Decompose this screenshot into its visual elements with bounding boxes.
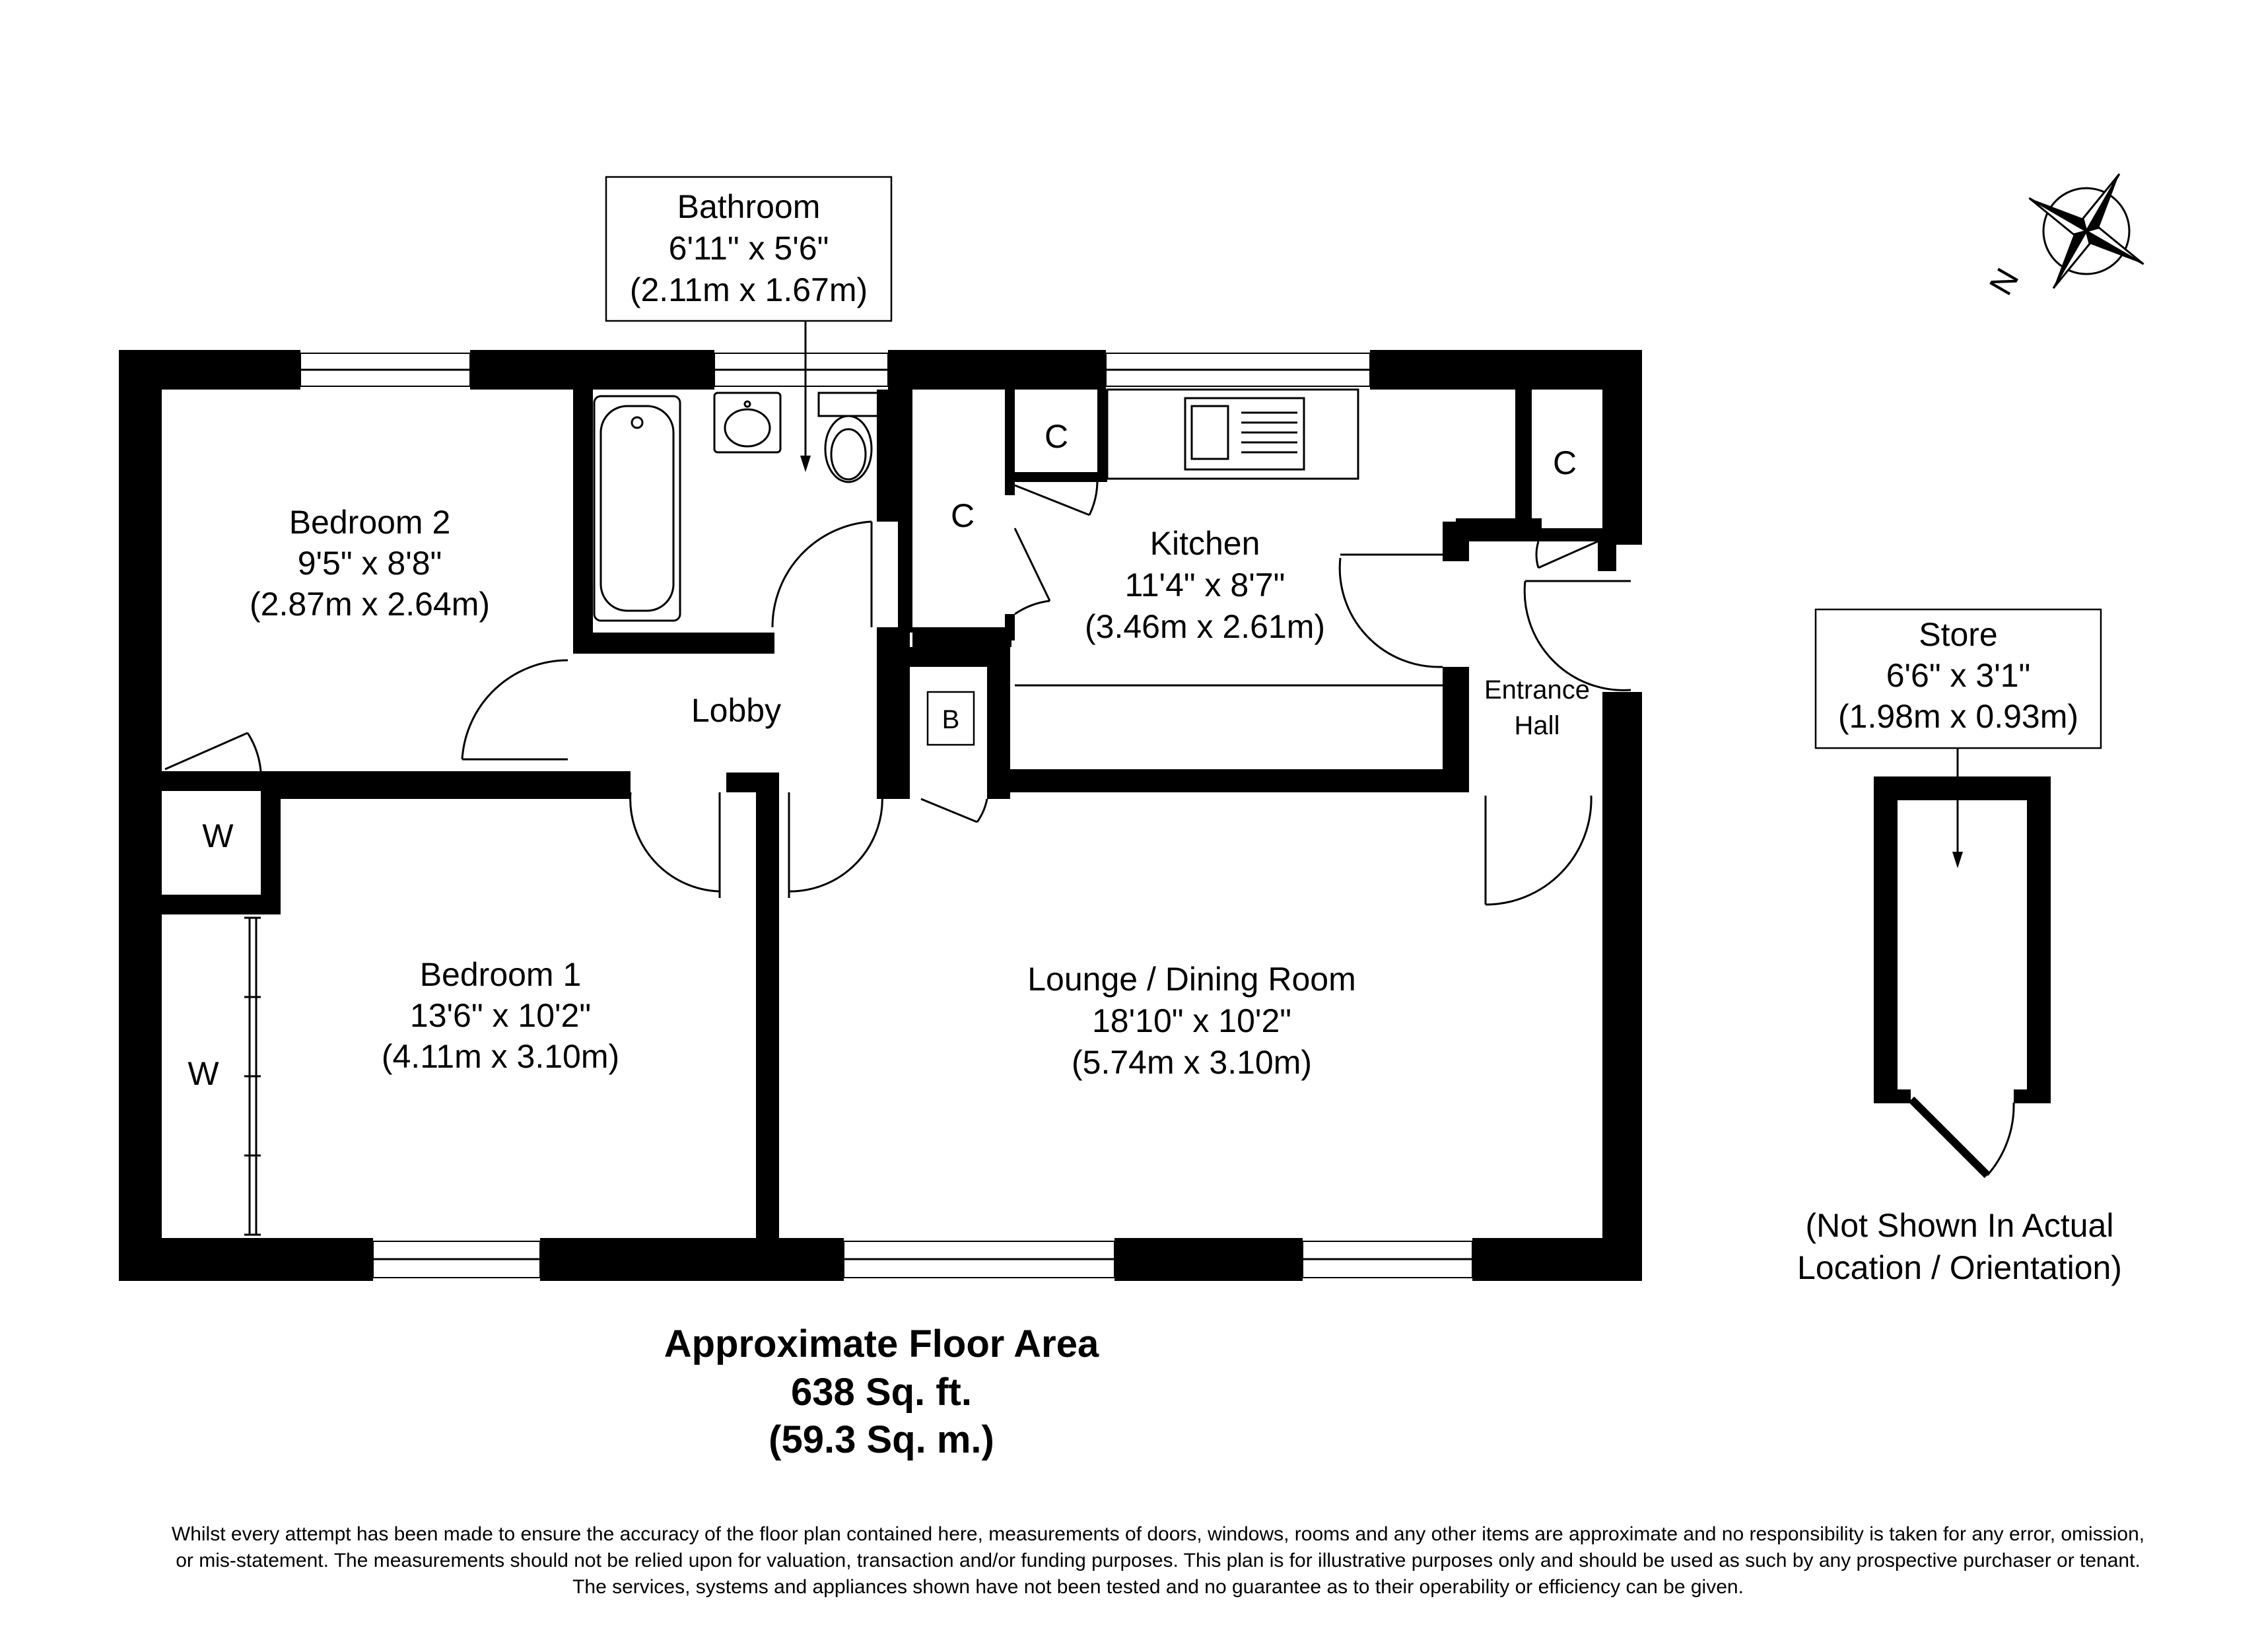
compass-north-label: N: [1982, 262, 2026, 301]
bedroom2-metric: (2.87m x 2.64m): [250, 586, 490, 623]
floor-area-sqm: (59.3 Sq. m.): [769, 1418, 994, 1461]
wardrobe-label: W: [202, 817, 234, 854]
store-metric: (1.98m x 0.93m): [1838, 698, 2078, 735]
bedroom1-name: Bedroom 1: [420, 956, 582, 993]
store-imperial: 6'6" x 3'1": [1886, 657, 2031, 694]
store-note: (Not Shown In Actual Location / Orientat…: [1797, 1207, 2122, 1286]
cupboard-labels: C C C W W B: [188, 418, 1577, 1092]
entrance-line2: Hall: [1515, 711, 1560, 740]
lounge-name: Lounge / Dining Room: [1027, 961, 1356, 998]
floor-area-title: Approximate Floor Area: [664, 1323, 1099, 1365]
bedroom1-imperial: 13'6" x 10'2": [410, 997, 591, 1034]
lounge-imperial: 18'10" x 10'2": [1092, 1002, 1291, 1039]
door-swings: [164, 481, 1631, 906]
wardrobe-doors: [244, 916, 261, 1236]
disclaimer: Whilst every attempt has been made to en…: [172, 1523, 2144, 1598]
bedroom2-name: Bedroom 2: [289, 504, 451, 541]
store-note-line1: (Not Shown In Actual: [1806, 1207, 2114, 1244]
room-bedroom-1: Bedroom 1 13'6" x 10'2" (4.11m x 3.10m): [382, 956, 619, 1075]
internal-walls: [162, 390, 1616, 1241]
room-bathroom: Bathroom 6'11" x 5'6" (2.11m x 1.67m): [605, 176, 893, 472]
bathroom-name: Bathroom: [677, 188, 821, 225]
windows: [300, 353, 1473, 1278]
compass-rose-icon: N: [1982, 173, 2144, 301]
bathroom-fixtures: [593, 392, 879, 622]
kitchen-metric: (3.46m x 2.61m): [1085, 608, 1325, 645]
boiler-label: B: [942, 705, 960, 734]
floor-area: Approximate Floor Area 638 Sq. ft. (59.3…: [664, 1323, 1099, 1461]
kitchen-imperial: 11'4" x 8'7": [1125, 567, 1285, 603]
bathroom-imperial: 6'11" x 5'6": [669, 230, 829, 267]
store-name: Store: [1919, 616, 1998, 653]
entrance-line1: Entrance: [1484, 675, 1590, 705]
disclaimer-line2: or mis-statement. The measurements shoul…: [176, 1550, 2140, 1571]
wardrobe-label: W: [188, 1055, 219, 1092]
kitchen-name: Kitchen: [1150, 525, 1260, 562]
cupboard-label: C: [1553, 444, 1577, 481]
room-bedroom-2: Bedroom 2 9'5" x 8'8" (2.87m x 2.64m): [250, 504, 490, 623]
disclaimer-line3: The services, systems and appliances sho…: [572, 1576, 1744, 1598]
kitchen-fixtures: [1015, 388, 1443, 687]
room-entrance-hall: Entrance Hall: [1484, 675, 1590, 740]
room-lounge-dining: Lounge / Dining Room 18'10" x 10'2" (5.7…: [1027, 961, 1356, 1081]
bathroom-metric: (2.11m x 1.67m): [630, 271, 868, 308]
room-lobby: Lobby: [691, 692, 781, 729]
lobby-name: Lobby: [691, 692, 781, 729]
lounge-metric: (5.74m x 3.10m): [1072, 1044, 1312, 1081]
bedroom1-metric: (4.11m x 3.10m): [382, 1038, 619, 1075]
disclaimer-line1: Whilst every attempt has been made to en…: [172, 1523, 2144, 1545]
cupboard-label: C: [951, 497, 975, 534]
cupboard-label: C: [1044, 418, 1068, 455]
outer-walls: [119, 350, 1642, 1281]
bedroom2-imperial: 9'5" x 8'8": [298, 545, 442, 582]
store-note-line2: Location / Orientation): [1797, 1249, 2122, 1286]
store-plan: Store 6'6" x 3'1" (1.98m x 0.93m): [1814, 608, 2102, 1179]
room-kitchen: Kitchen 11'4" x 8'7" (3.46m x 2.61m): [1085, 525, 1325, 645]
floor-area-sqft: 638 Sq. ft.: [791, 1371, 972, 1414]
